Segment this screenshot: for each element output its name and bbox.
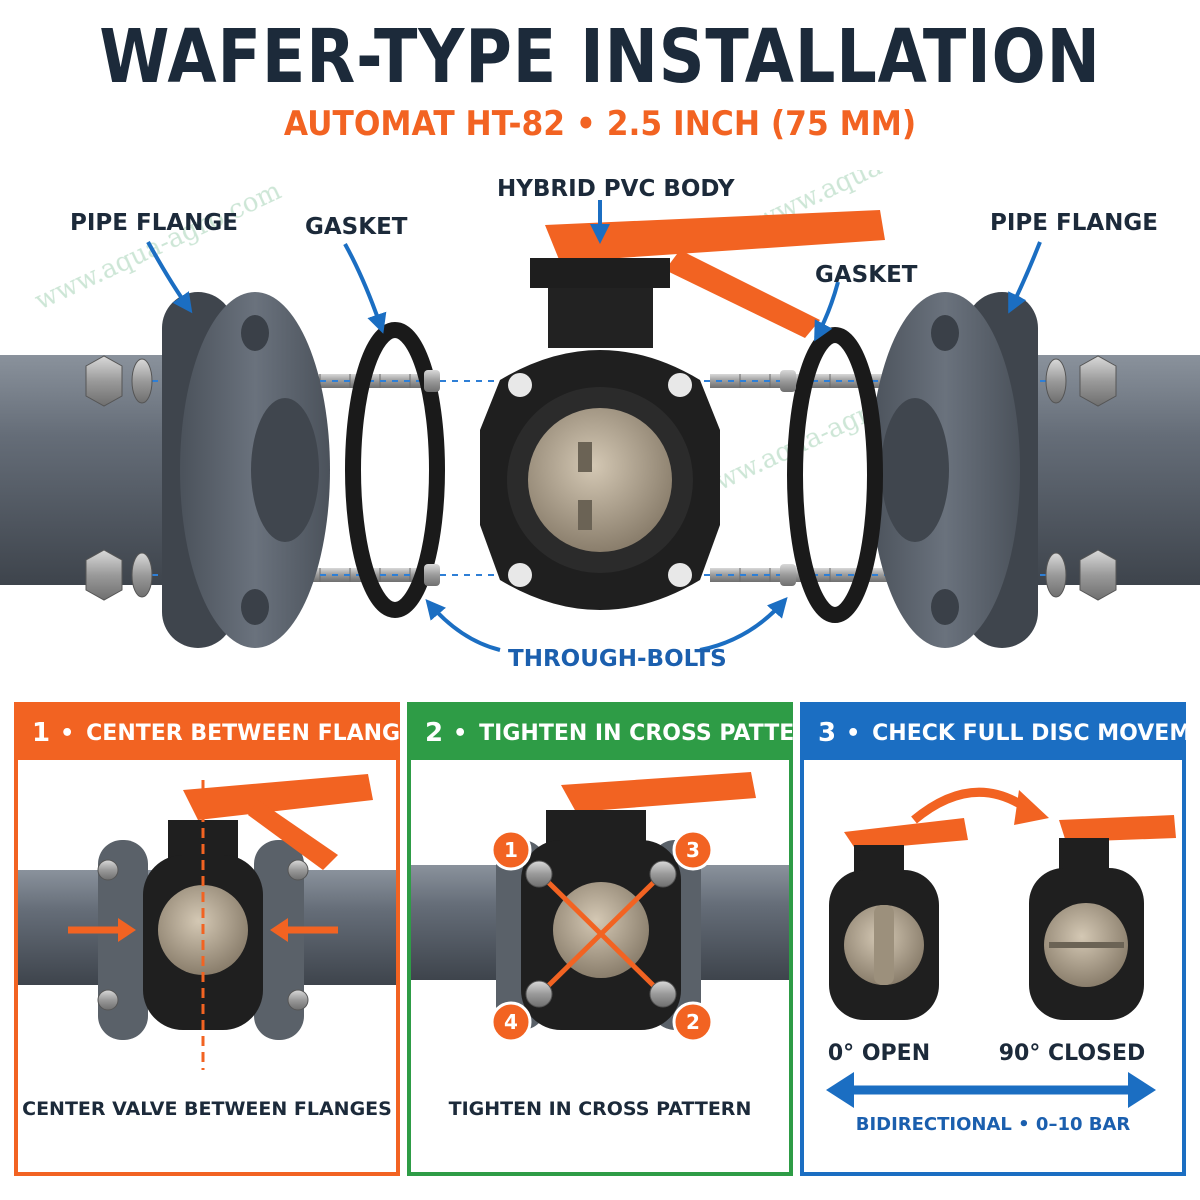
callout-pipe-flange-right: PIPE FLANGE [990, 210, 1158, 236]
product-subtitle: AUTOMAT HT-82 • 2.5 INCH (75 MM) [283, 104, 917, 144]
step-bullet: • [60, 720, 75, 746]
step-bullet: • [453, 720, 468, 746]
step-panel-3: 3 • CHECK FULL DISC MOVEMENT 0° OPEN 90°… [800, 702, 1200, 1176]
step-title: CENTER BETWEEN FLANGES [86, 720, 431, 746]
gasket-right [787, 327, 883, 623]
disc-movement-illustration: 0° OPEN 90° CLOSED BIDIRECTIONAL • 0–10 … [826, 787, 1176, 1135]
callout-gasket-left: GASKET [305, 214, 408, 240]
step-2-header: 2 • TIGHTEN IN CROSS PATTERN [411, 706, 830, 760]
step-bullet: • [846, 720, 861, 746]
step-1-caption: CENTER VALVE BETWEEN FLANGES [22, 1098, 392, 1120]
step-number: 2 [425, 718, 444, 748]
callout-pipe-flange-left: PIPE FLANGE [70, 210, 238, 236]
exploded-installation-diagram: www.aqua-agro.com www.aqua-agro.com www.… [0, 170, 1200, 652]
bolt-number-badge: 1 [504, 838, 518, 862]
step-1-header: 1 • CENTER BETWEEN FLANGES [18, 706, 431, 760]
center-valve-illustration [18, 774, 396, 1070]
step-panel-1: 1 • CENTER BETWEEN FLANGES CENTER VALVE … [14, 702, 431, 1176]
step-panel-2: 2 • TIGHTEN IN CROSS PATTERN 1 3 4 2 TIG [407, 702, 830, 1176]
pipe-flange-left [162, 292, 330, 648]
callout-through-bolts: THROUGH-BOLTS [508, 646, 727, 672]
step-2-caption: TIGHTEN IN CROSS PATTERN [448, 1098, 752, 1120]
main-title: WAFER-TYPE INSTALLATION [99, 14, 1101, 100]
pipe-flange-right [870, 292, 1038, 648]
valve-handle [545, 210, 885, 262]
callout-arrows [146, 200, 1042, 652]
step-number: 1 [32, 718, 51, 748]
step-3-header: 3 • CHECK FULL DISC MOVEMENT [804, 706, 1200, 760]
step-title: TIGHTEN IN CROSS PATTERN [479, 720, 830, 746]
valve-handle-lever [665, 250, 820, 338]
valve-disc [528, 408, 672, 552]
open-position-label: 0° OPEN [828, 1041, 930, 1066]
callout-hybrid-pvc-body: HYBRID PVC BODY [497, 176, 735, 202]
bolt-number-badge: 3 [686, 838, 700, 862]
callout-gasket-right: GASKET [815, 262, 918, 288]
step-number: 3 [818, 718, 837, 748]
nuts-washers [85, 355, 1117, 601]
butterfly-valve [480, 210, 885, 610]
pressure-note: BIDIRECTIONAL • 0–10 BAR [856, 1114, 1131, 1135]
gasket-left [345, 322, 445, 618]
bolt-number-badge: 2 [686, 1010, 700, 1034]
cross-pattern-illustration: 1 3 4 2 [411, 772, 789, 1043]
closed-position-label: 90° CLOSED [999, 1041, 1146, 1066]
step-title: CHECK FULL DISC MOVEMENT [872, 720, 1200, 746]
bolt-number-badge: 4 [504, 1010, 518, 1034]
